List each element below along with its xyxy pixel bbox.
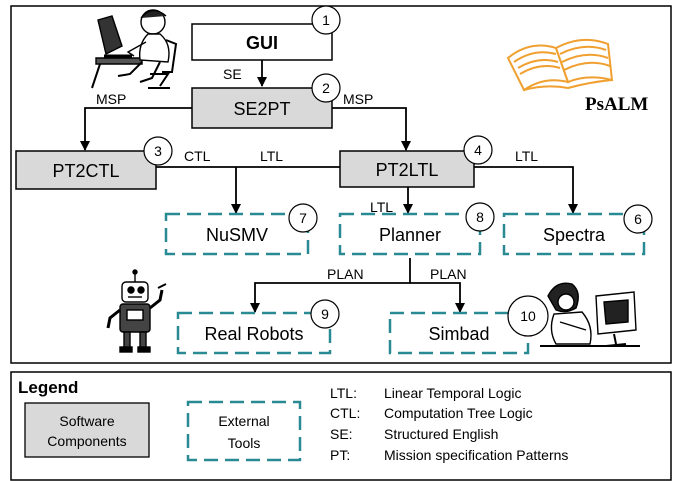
legend-external-line2: Tools — [228, 435, 261, 451]
node-pt2ltl-label: PT2LTL — [376, 160, 439, 180]
node-simbad-label: Simbad — [428, 324, 489, 344]
edge-label-plan-right: PLAN — [430, 266, 467, 282]
badge-nusmv-number: 7 — [299, 210, 307, 226]
node-pt2ctl: PT2CTL — [15, 150, 157, 190]
node-gui-label: GUI — [246, 33, 278, 53]
edge-label-plan-left: PLAN — [327, 266, 364, 282]
badge-spectra: 6 — [623, 204, 653, 234]
edge-label-msp-left: MSP — [96, 91, 126, 107]
legend-term-def: Mission specification Patterns — [384, 447, 568, 463]
legend-term-abbr: SE: — [330, 426, 353, 442]
edge-labels: SE MSP MSP CTL LTL LTL LTL PLAN PLAN — [96, 66, 538, 282]
node-se2pt: SE2PT — [191, 87, 333, 129]
legend-software-line1: Software — [59, 413, 114, 429]
legend-software-line2: Components — [47, 433, 126, 449]
badge-planner-number: 8 — [476, 209, 484, 225]
node-planner: Planner — [338, 212, 482, 256]
edge-label-ltl-spectra: LTL — [515, 148, 538, 164]
badge-planner: 8 — [465, 202, 495, 232]
legend-term-abbr: PT: — [330, 447, 350, 463]
node-spectra-label: Spectra — [543, 225, 606, 245]
badge-pt2ctl-number: 3 — [154, 143, 162, 159]
edge-label-ctl: CTL — [184, 148, 211, 164]
node-pt2ltl: PT2LTL — [339, 150, 475, 188]
edge-label-ltl-planner: LTL — [370, 199, 393, 215]
legend-term-def: Structured English — [384, 426, 498, 442]
edge-planner-simbad — [410, 282, 465, 313]
node-nusmv-label: NuSMV — [206, 225, 268, 245]
node-gui: GUI — [191, 23, 333, 61]
edges — [80, 60, 578, 313]
legend-term-abbr: LTL: — [330, 385, 357, 401]
legend-external-line1: External — [218, 413, 269, 429]
badge-nusmv: 7 — [288, 203, 318, 233]
edge-label-se: SE — [223, 66, 242, 82]
legend-title: Legend — [18, 378, 78, 397]
node-real-robots: Real Robots — [176, 311, 332, 355]
badge-pt2ltl: 4 — [463, 135, 493, 165]
node-nusmv: NuSMV — [164, 212, 310, 256]
open-book-icon — [506, 38, 614, 92]
edge-planner-real-robots — [250, 282, 410, 313]
legend-terms: LTL: Linear Temporal Logic CTL: Computat… — [330, 385, 568, 463]
badge-real-robots-number: 9 — [321, 306, 329, 322]
edge-se2pt-pt2ltl — [332, 107, 411, 151]
node-real-robots-label: Real Robots — [204, 324, 303, 344]
robot-icon — [106, 269, 167, 353]
node-simbad: Simbad — [388, 311, 530, 355]
node-spectra: Spectra — [502, 212, 646, 256]
edge-label-msp-right: MSP — [343, 91, 373, 107]
badge-simbad-number: 10 — [520, 308, 536, 324]
legend-external-tools: External Tools — [186, 400, 302, 462]
person-at-computer-icon — [91, 9, 178, 89]
legend-software-components: Software Components — [24, 402, 150, 458]
node-planner-label: Planner — [379, 225, 441, 245]
badge-gui-number: 1 — [322, 12, 330, 28]
badge-real-robots: 9 — [310, 299, 340, 329]
badge-spectra-number: 6 — [634, 211, 642, 227]
edge-label-ltl-nusmv: LTL — [260, 148, 283, 164]
badge-simbad: 10 — [507, 295, 549, 337]
badge-se2pt-number: 2 — [322, 80, 330, 96]
badge-gui: 1 — [311, 5, 341, 35]
edge-se2pt-pt2ctl — [80, 107, 192, 151]
node-se2pt-label: SE2PT — [233, 99, 290, 119]
legend-term-def: Computation Tree Logic — [384, 405, 533, 421]
badge-pt2ctl: 3 — [143, 136, 173, 166]
woman-at-computer-icon — [540, 282, 640, 347]
diagram-frame — [10, 5, 672, 364]
psalm-logo-text: PsALM — [585, 94, 648, 115]
node-pt2ctl-label: PT2CTL — [52, 161, 119, 181]
legend-term-def: Linear Temporal Logic — [384, 385, 522, 401]
badge-pt2ltl-number: 4 — [474, 142, 482, 158]
legend-frame — [10, 371, 672, 481]
legend-term-abbr: CTL: — [330, 405, 360, 421]
edge-pt2ltl-spectra — [474, 166, 578, 214]
badge-se2pt: 2 — [311, 73, 341, 103]
